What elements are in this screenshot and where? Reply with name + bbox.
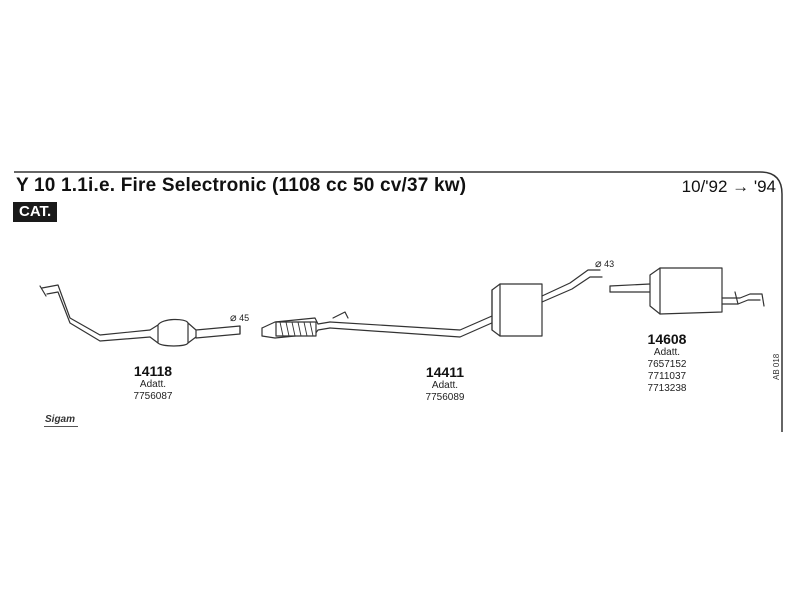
- side-code: AB 018: [772, 353, 781, 380]
- diameter-symbol: ⌀: [595, 258, 602, 270]
- part-ref: 7756087: [133, 391, 173, 402]
- part-ref: 7711037: [647, 371, 687, 382]
- part-code: 14411: [425, 364, 465, 380]
- adatt-label: Adatt.: [139, 379, 167, 390]
- part-ref: 7713238: [647, 383, 687, 394]
- adatt-label: Adatt.: [653, 347, 681, 358]
- part-label-14411: 14411 Adatt. 7756089: [410, 364, 480, 404]
- middle-pipe-14411: [261, 269, 603, 339]
- diameter-symbol: ⌀: [230, 312, 237, 324]
- date-range: 10/'92 → '94: [681, 177, 776, 196]
- cat-outlet-pipe: [195, 325, 241, 339]
- part-label-14608: 14608 Adatt. 7657152 7711037 7713238: [632, 331, 702, 395]
- cat-badge: CAT.: [13, 202, 58, 222]
- catalytic-converter: [157, 318, 189, 347]
- diameter-value: 45: [239, 313, 250, 323]
- part-code: 14118: [133, 363, 173, 379]
- brand-logo: Sigam: [45, 414, 76, 425]
- diameter-label-43: ⌀ 43: [595, 257, 614, 270]
- adatt-label: Adatt.: [431, 380, 459, 391]
- part-ref: 7756089: [425, 392, 465, 403]
- page-title: Y 10 1.1i.e. Fire Selectronic (1108 cc 5…: [16, 175, 467, 196]
- part-code: 14608: [647, 331, 687, 347]
- diameter-label-45: ⌀ 45: [230, 311, 249, 324]
- rear-silencer-body: [649, 267, 723, 315]
- frame-border-right: [759, 171, 783, 432]
- diagram-frame: [14, 171, 783, 432]
- logo-underline: [44, 426, 78, 427]
- front-pipe-14118: [39, 284, 241, 347]
- diameter-value: 43: [604, 259, 615, 269]
- part-ref: 7657152: [647, 359, 687, 370]
- rear-silencer-14608: [609, 267, 765, 315]
- part-label-14118: 14118 Adatt. 7756087: [118, 363, 188, 403]
